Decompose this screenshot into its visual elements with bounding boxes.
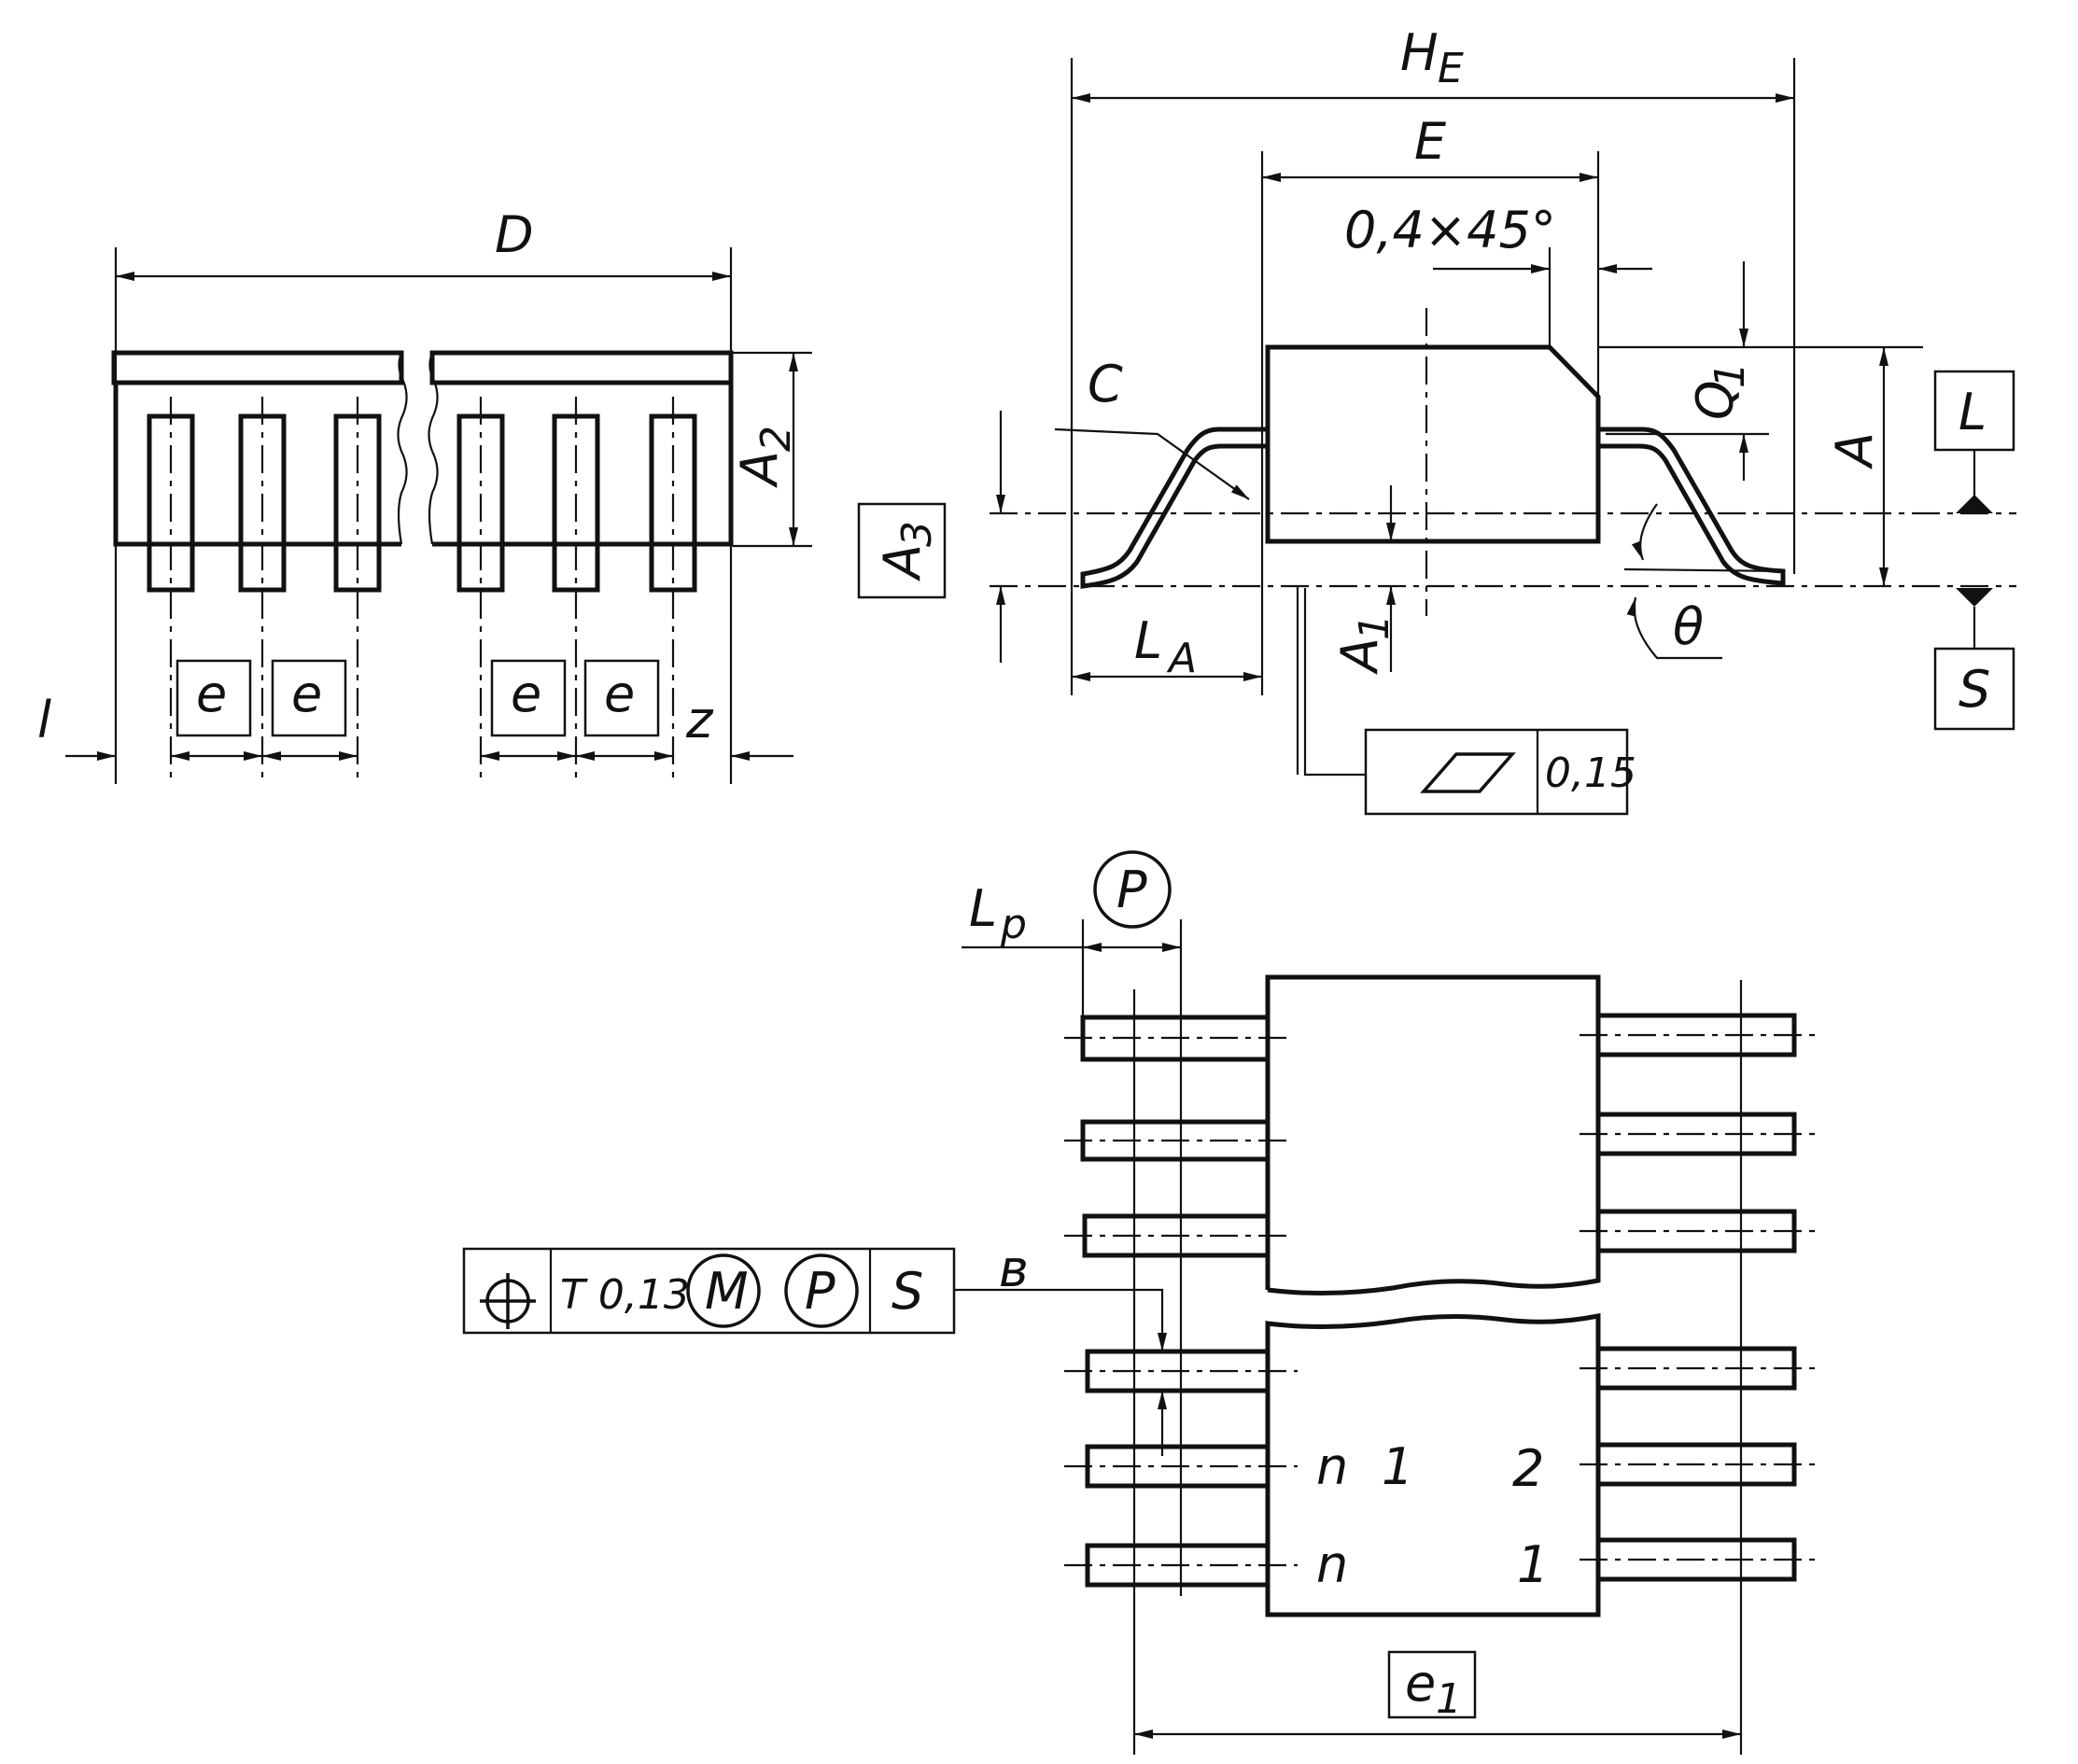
label-A3: A 3: [873, 521, 941, 581]
package-body-right: [432, 383, 734, 547]
label-chamfer: 0,4×45°: [1344, 201, 1556, 259]
svg-text:E: E: [1438, 45, 1464, 92]
position-frame: T 0,13 M P S: [462, 1247, 956, 1335]
svg-text:1: 1: [1351, 614, 1398, 640]
modifier-m-circle: [686, 1253, 761, 1328]
package-body-upper: [1265, 974, 1601, 1296]
label-P: P: [1116, 861, 1147, 919]
svg-text:L: L: [1134, 611, 1162, 670]
svg-text:Q: Q: [1686, 380, 1745, 420]
flatness-leader: [1303, 588, 1366, 777]
dim-theta: [1626, 596, 1722, 660]
label-e: e: [196, 665, 227, 723]
pitch-box: [583, 659, 660, 737]
package-body-lower: [1265, 1312, 1601, 1617]
leader-C: [1054, 427, 1250, 500]
flatness-frame: 0,15: [1364, 728, 1636, 816]
end-view: H E E 0,4×45° C Q 1 A A 3: [857, 23, 2016, 816]
svg-text:A: A: [873, 544, 932, 581]
label-A2: A 2: [730, 426, 800, 488]
gull-wing-lead-left: [1080, 427, 1268, 589]
svg-text:H: H: [1400, 23, 1439, 82]
modifier-m: M: [705, 1262, 749, 1321]
pitch-box: [176, 659, 252, 737]
svg-text:L: L: [969, 879, 997, 938]
leader-b: [952, 1288, 1167, 1351]
position-icon: [480, 1273, 536, 1329]
flatness-value: 0,15: [1545, 749, 1636, 797]
svg-text:1: 1: [1436, 1675, 1462, 1723]
svg-text:A: A: [730, 451, 789, 488]
label-b: в: [999, 1239, 1029, 1298]
pin-label-n1: n 1: [1316, 1437, 1413, 1496]
label-e: e: [291, 665, 322, 723]
gull-wing-lead-right: [1598, 427, 1786, 586]
pin-label-n: n: [1316, 1535, 1348, 1594]
svg-text:p: p: [1000, 901, 1027, 948]
label-e: e: [604, 665, 635, 723]
label-HE: H E: [1400, 23, 1464, 92]
modifier-p: P: [805, 1262, 835, 1321]
label-A1: A 1: [1330, 614, 1398, 675]
svg-text:e: e: [1405, 1654, 1436, 1713]
label-A: A: [1825, 432, 1884, 469]
label-z: z: [685, 691, 714, 749]
label-LA: L A: [1134, 611, 1197, 682]
dim-theta: [1623, 567, 1784, 573]
svg-text:1: 1: [1382, 1437, 1413, 1496]
projected-zone-circle: [1093, 850, 1172, 929]
datum-L-triangle: [1956, 495, 1993, 513]
package-top-bar-left: [111, 350, 404, 385]
pin-label-2: 2: [1512, 1439, 1544, 1498]
svg-text:3: 3: [893, 521, 941, 547]
datum-S-box: [1933, 647, 2015, 731]
A3-box: [857, 502, 947, 599]
side-view: D A 2 l e e e e z: [37, 205, 812, 784]
datum-L-box: [1933, 370, 2015, 452]
label-Q1: Q 1: [1686, 362, 1754, 420]
label-e: e: [511, 665, 541, 723]
label-l: l: [37, 691, 51, 749]
pin-label-1: 1: [1517, 1535, 1549, 1594]
svg-text:1: 1: [1706, 362, 1754, 388]
datum-S-triangle: [1956, 588, 1993, 607]
e1-box: [1387, 1650, 1477, 1719]
svg-text:n: n: [1316, 1437, 1348, 1496]
modifier-p-circle: [784, 1253, 859, 1328]
package-top-bar-right: [429, 350, 734, 385]
position-datum: S: [892, 1262, 923, 1321]
svg-text:A: A: [1330, 637, 1389, 675]
pitch-box: [490, 659, 567, 737]
flatness-icon: [1420, 752, 1516, 793]
label-L: L: [1959, 383, 1987, 441]
label-D: D: [495, 205, 534, 264]
break-line: [428, 352, 439, 545]
top-view: L p P в T 0,13 M P S n: [462, 850, 1816, 1755]
label-Lp: L p: [969, 879, 1027, 948]
dim-theta: [1631, 503, 1658, 561]
pitch-box: [271, 659, 347, 737]
svg-text:2: 2: [752, 426, 800, 452]
break-line: [397, 352, 408, 545]
label-e1: e 1: [1405, 1654, 1462, 1723]
label-E: E: [1414, 112, 1447, 171]
position-tolerance: T 0,13: [560, 1271, 690, 1319]
svg-text:A: A: [1166, 635, 1197, 682]
label-theta: θ: [1673, 597, 1704, 656]
label-S: S: [1959, 660, 1990, 719]
label-C: C: [1088, 355, 1123, 413]
package-body: [1265, 344, 1601, 544]
